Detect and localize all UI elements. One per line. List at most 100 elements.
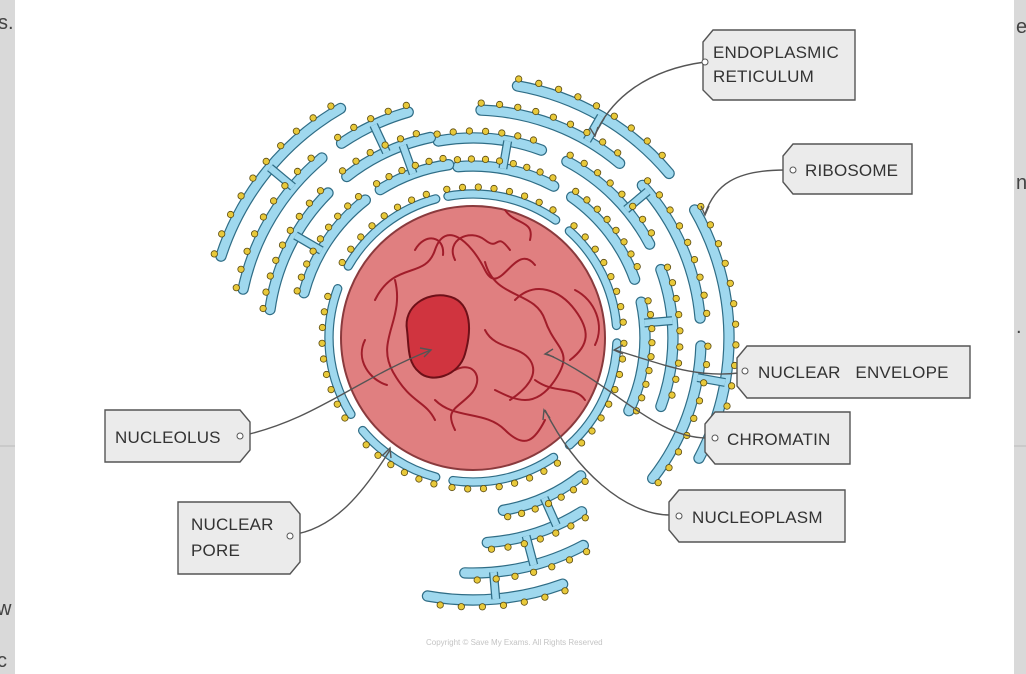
ribosome (593, 169, 602, 177)
ribosome (327, 102, 335, 110)
ribosomes (210, 75, 740, 611)
chromatin-strand (360, 339, 388, 386)
ribosome (499, 601, 508, 609)
ribosome (700, 379, 708, 387)
label-ribosome: RIBOSOME (782, 143, 913, 195)
background-text-fragment: s. (0, 12, 14, 34)
ribosome (536, 168, 544, 176)
ribosome (266, 272, 274, 280)
ribosome (599, 138, 607, 146)
ribosome (614, 149, 622, 157)
er-cisterna (460, 541, 588, 578)
er-cisterna (513, 81, 674, 178)
er-cisterna (433, 133, 546, 155)
er-connector (584, 114, 604, 143)
ribosome (583, 196, 591, 204)
ribosome (458, 183, 467, 191)
ribosome (520, 598, 528, 606)
er-cisterna (562, 156, 655, 249)
ribosome (706, 221, 715, 229)
ribosome (251, 230, 259, 238)
ribosome (566, 151, 574, 159)
ribosome (495, 100, 504, 109)
ribosome (675, 310, 683, 319)
ribosome (509, 160, 517, 168)
ribosome (581, 233, 589, 241)
ribosome (278, 241, 287, 249)
ribosome (531, 505, 539, 513)
ribosome (324, 223, 333, 231)
label-text: NUCLEOPLASM (692, 508, 823, 527)
background-page-left: s. w c (0, 0, 15, 674)
ribosome (334, 212, 342, 220)
ribosome (297, 273, 305, 281)
ribosome (570, 222, 578, 230)
ribosome (668, 391, 676, 399)
er-cisterna (375, 160, 454, 195)
er-cisterna (565, 339, 621, 449)
ribosome (721, 259, 729, 267)
ribosome (474, 183, 482, 191)
ribosome (511, 572, 519, 580)
label-chromatin: CHROMATIN (704, 411, 851, 465)
label-nucleolus: NUCLEOLUS (104, 409, 251, 463)
er-cisterna (238, 153, 327, 294)
ribosome (402, 101, 410, 110)
ribosome (549, 113, 558, 121)
ribosome (443, 185, 451, 193)
ribosome (700, 291, 708, 299)
ribosome (243, 247, 251, 255)
ribosome (591, 245, 599, 253)
chromatin-strand (574, 289, 600, 346)
ribosome (647, 353, 655, 361)
ribosome (318, 339, 326, 347)
ribosome (316, 235, 324, 243)
chromatin-strand (534, 379, 586, 401)
ribosome (504, 513, 512, 521)
ribosome (457, 603, 465, 611)
ribosome (648, 324, 656, 333)
ribosome (517, 509, 526, 518)
ribosome (412, 130, 420, 138)
ribosome (407, 196, 416, 204)
ribosome (544, 499, 553, 508)
ribosome (581, 514, 589, 522)
ribosome (731, 320, 740, 328)
ribosome (668, 279, 677, 287)
ribosome (672, 294, 680, 303)
ribosome (714, 240, 723, 248)
ribosome (583, 128, 591, 137)
ribosome (385, 173, 393, 181)
label-nucleoplasm: NUCLEOPLASM (668, 489, 846, 543)
ribosome (676, 343, 684, 351)
ribosome (262, 157, 270, 165)
ribosome (487, 545, 496, 553)
ribosome (453, 156, 461, 164)
ribosome (690, 255, 699, 264)
ribosome (307, 154, 315, 162)
background-text-fragment: n (1016, 172, 1026, 194)
ribosome (674, 448, 683, 456)
er-cisterna (444, 190, 560, 224)
ribosome (553, 459, 562, 467)
ribosome (492, 575, 500, 583)
ribosome (665, 464, 673, 472)
ribosome (549, 174, 557, 182)
chromatin-strand (504, 209, 532, 241)
ribosome (347, 245, 355, 253)
ribosome (387, 460, 395, 469)
chromatin-strand (484, 329, 535, 401)
ribosome (603, 215, 611, 223)
ribosome (433, 130, 441, 138)
ribosome (477, 99, 485, 107)
ribosome (367, 115, 375, 123)
ribosome (535, 79, 543, 88)
ribosome (514, 132, 522, 140)
ribosome (338, 167, 347, 175)
ribosome (702, 360, 711, 369)
ribosome (577, 439, 586, 447)
ribosome (552, 529, 560, 537)
er-cisterna (344, 195, 440, 270)
er-cisterna (565, 227, 620, 329)
label-text: PORE (191, 541, 240, 560)
